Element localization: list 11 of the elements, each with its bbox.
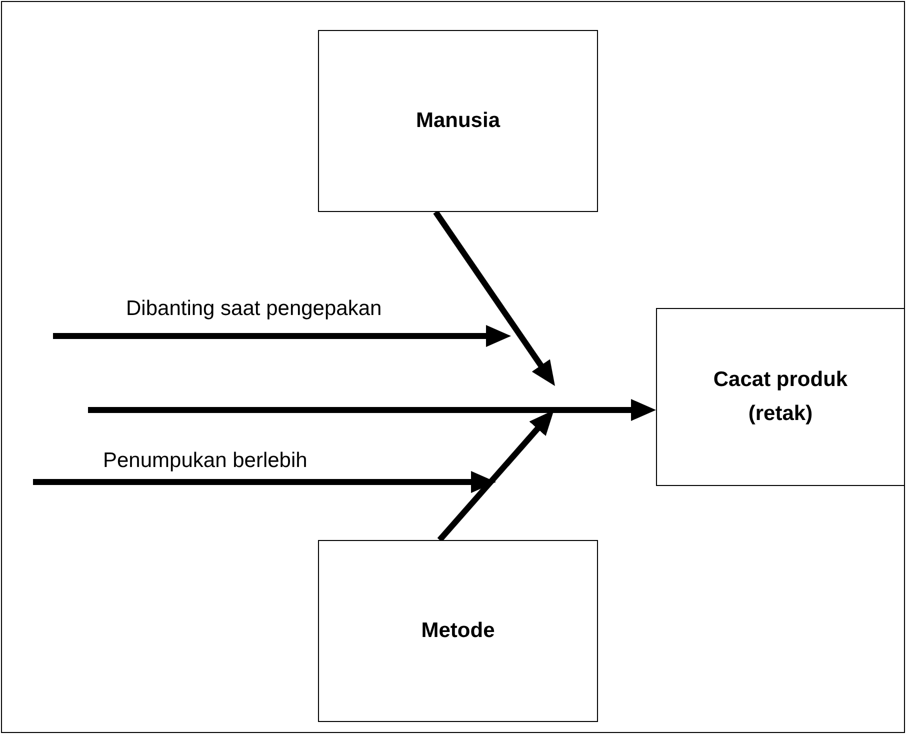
process-box (318, 540, 598, 722)
box-label: Metode (420, 618, 496, 644)
arrow (433, 210, 555, 386)
process-box (318, 30, 598, 212)
process-box (656, 308, 905, 486)
cause-label: Penumpukan berlebih (103, 450, 308, 471)
arrow (88, 399, 656, 421)
box-label: Manusia (414, 108, 502, 134)
box-label: Cacat produk (retak) (712, 367, 849, 427)
arrow (437, 410, 554, 542)
cause-label: Dibanting saat pengepakan (126, 298, 382, 319)
